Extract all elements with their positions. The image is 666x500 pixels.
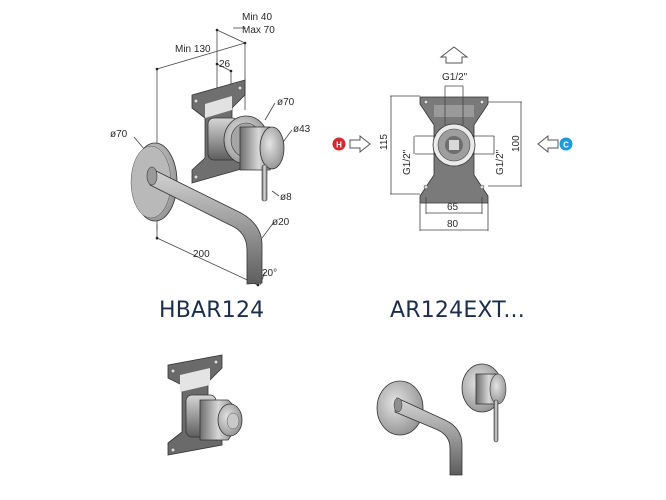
left-dimension-drawing: Min 40 Max 70 Min 130 26 ø70 ø70 ø43 ø8 …	[110, 12, 311, 287]
hot-badge-letter: H	[336, 141, 342, 150]
hot-inlet-arrow-icon	[349, 134, 371, 154]
dim-rosette-70: ø70	[110, 129, 128, 140]
cold-badge-icon	[559, 137, 573, 151]
caption-ar124ext: AR124EXT...	[390, 298, 525, 323]
dim-height-100: 100	[511, 135, 522, 152]
dim-max-70: Max 70	[242, 25, 275, 36]
dim-min-40: Min 40	[242, 12, 272, 23]
dim-height-115: 115	[379, 134, 390, 150]
dim-26: 26	[219, 59, 231, 70]
dim-length-200: 200	[193, 249, 210, 260]
dim-valve-70: ø70	[277, 97, 295, 108]
dim-angle-20: 20°	[262, 268, 277, 279]
outlet-arrow-icon	[439, 46, 469, 64]
faucet-product-image	[376, 363, 507, 476]
dim-min-130: Min 130	[175, 44, 211, 55]
dim-left-thread: G1/2"	[402, 149, 413, 175]
dim-handle-43: ø43	[293, 124, 311, 135]
caption-hbar124: HBAR124	[159, 298, 265, 323]
dim-width-65: 65	[447, 202, 459, 213]
valve-body-image	[167, 354, 243, 456]
dim-width-80: 80	[447, 219, 459, 230]
dim-lever-8: ø8	[280, 192, 292, 203]
dim-spout-20: ø20	[272, 217, 290, 228]
cold-badge-letter: C	[563, 141, 569, 150]
dim-outlet-thread: G1/2"	[442, 72, 468, 83]
dim-right-thread: G1/2"	[495, 149, 506, 175]
right-dimension-drawing: G1/2"	[332, 46, 573, 231]
hot-badge-icon	[332, 137, 346, 151]
cold-inlet-arrow-icon	[537, 134, 559, 154]
